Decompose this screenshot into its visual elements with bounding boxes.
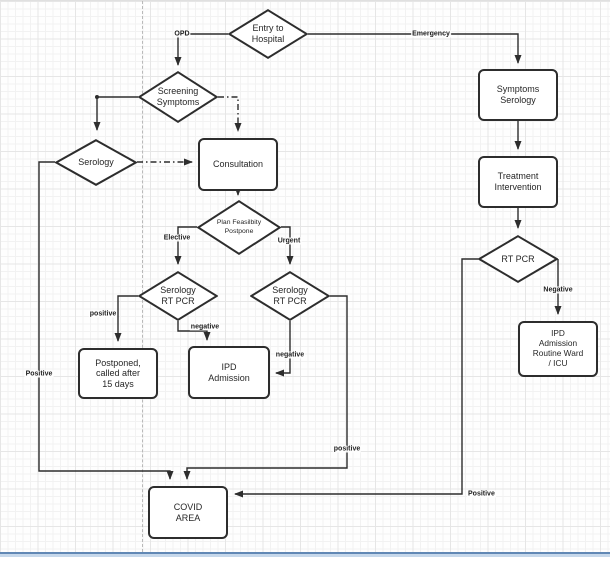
node-covid-area: COVID AREA bbox=[148, 486, 228, 539]
node-rtpcr-label: RT PCR bbox=[501, 253, 535, 264]
edge-plan-elective-to-srp-left bbox=[174, 226, 197, 265]
node-postponed-label: Postponed, called after 15 days bbox=[95, 357, 141, 389]
edge-label-negative-rtpcr: Negative bbox=[542, 286, 574, 294]
node-srp-left-label: Serology RT PCR bbox=[160, 285, 196, 306]
edge-serology-positive-to-covid bbox=[38, 161, 174, 480]
node-ipd-routine-label: IPD Admission Routine Ward / ICU bbox=[532, 328, 584, 368]
node-plan-feasibility-postpone: Plan Feasilbity Postpone bbox=[197, 200, 281, 255]
node-serology: Serology bbox=[55, 139, 137, 186]
node-entry-to-hospital: Entry to Hospital bbox=[228, 9, 308, 59]
node-ipd-admission: IPD Admission bbox=[188, 346, 270, 399]
edge-plan-urgent-to-srp-right bbox=[281, 226, 294, 265]
node-serology-label: Serology bbox=[78, 157, 114, 168]
edge-entry-to-symptoms-serology bbox=[308, 33, 522, 64]
edge-label-urgent: Urgent bbox=[276, 237, 302, 245]
edge-label-elective: Elective bbox=[162, 234, 192, 242]
edge-label-positive-srp-left: positive bbox=[88, 310, 118, 318]
node-covid-label: COVID AREA bbox=[173, 501, 203, 523]
node-ipd-admission-routine-ward-icu: IPD Admission Routine Ward / ICU bbox=[518, 321, 598, 377]
dashed-page-divider bbox=[142, 1, 143, 552]
node-screening-label: Screening Symptoms bbox=[156, 86, 200, 107]
edge-srp-right-negative-to-ipd bbox=[275, 321, 291, 377]
node-treatment-label: Treatment Intervention bbox=[494, 171, 542, 192]
edge-label-negative-srp-left: negative bbox=[189, 323, 221, 331]
edge-label-negative-srp-right: negative bbox=[274, 351, 306, 359]
edge-srp-right-positive-to-covid bbox=[183, 295, 348, 480]
node-srp-right-label: Serology RT PCR bbox=[272, 285, 308, 306]
diamond-shape bbox=[228, 9, 308, 59]
edge-screening-to-serology bbox=[93, 96, 138, 131]
diamond-shape bbox=[197, 200, 281, 255]
edge-label-positive-serology: Positive bbox=[24, 370, 54, 378]
bottom-border-light-bar bbox=[0, 554, 610, 557]
edge-srp-left-positive-to-postponed bbox=[114, 295, 138, 342]
diamond-shape bbox=[138, 71, 218, 123]
edge-label-opd: OPD bbox=[173, 30, 191, 38]
diamond-shape bbox=[250, 271, 330, 321]
edge-junction-dot bbox=[95, 95, 99, 99]
diamond-shape bbox=[138, 271, 218, 321]
node-symptoms-serology-label: Symptoms Serology bbox=[496, 84, 540, 105]
node-treatment-intervention: Treatment Intervention bbox=[478, 156, 558, 208]
edge-entry-to-screening bbox=[174, 33, 228, 66]
diamond-shape bbox=[55, 139, 137, 186]
edge-label-positive-srp-right: positive bbox=[332, 445, 362, 453]
node-symptoms-serology: Symptoms Serology bbox=[478, 69, 558, 121]
node-entry-label: Entry to Hospital bbox=[251, 23, 285, 44]
edge-label-positive-rtpcr: Positive bbox=[467, 490, 496, 498]
node-plan-label: Plan Feasilbity Postpone bbox=[216, 219, 262, 235]
edge-rtpcr-positive-to-covid bbox=[234, 258, 478, 498]
diamond-shape bbox=[478, 235, 558, 283]
node-screening-symptoms: Screening Symptoms bbox=[138, 71, 218, 123]
node-rtpcr: RT PCR bbox=[478, 235, 558, 283]
edge-srp-left-negative-to-ipd bbox=[177, 321, 211, 341]
node-consultation-label: Consultation bbox=[212, 159, 264, 170]
bottom-border-dark-bar bbox=[0, 552, 610, 554]
edge-label-emergency: Emergency bbox=[411, 30, 451, 38]
node-consultation: Consultation bbox=[198, 138, 278, 191]
node-serology-rtpcr-elective: Serology RT PCR bbox=[138, 271, 218, 321]
node-postponed-called-after-15-days: Postponed, called after 15 days bbox=[78, 348, 158, 399]
node-serology-rtpcr-urgent: Serology RT PCR bbox=[250, 271, 330, 321]
bottom-margin bbox=[0, 557, 610, 562]
edge-screening-to-consultation bbox=[218, 96, 242, 132]
node-ipd-label: IPD Admission bbox=[208, 361, 250, 383]
